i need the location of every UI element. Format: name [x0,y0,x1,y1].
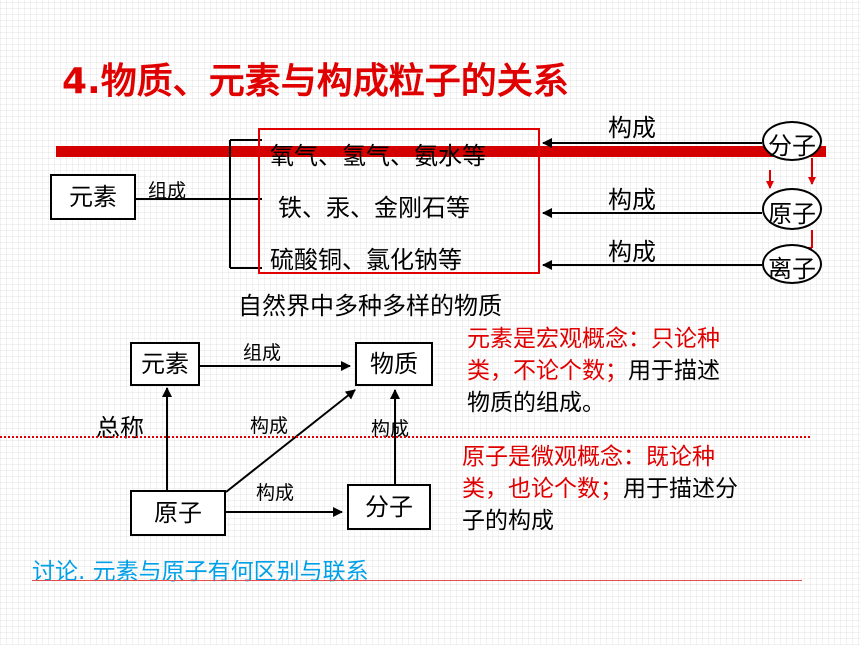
constitute-horizontal-label: 构成 [256,482,295,504]
element-note: 元素是宏观概念：只论种类，不论个数；用于描述物质的组成。 [467,323,737,419]
atom-box: 原子 [130,490,226,536]
constitute-diagonal-label: 构成 [250,415,289,437]
constitute-label-2: 构成 [608,186,656,214]
atom-circle: 原子 [762,188,822,230]
ion-label: 离子 [768,255,816,283]
ion-circle: 离子 [762,244,822,284]
substance-box: 物质 [355,342,433,386]
constitute-label-3: 构成 [608,238,656,266]
molecule-label: 分子 [768,132,816,160]
molecule-box: 分子 [347,484,431,530]
substance-row-2: 铁、汞、金刚石等 [278,194,470,222]
atom-label: 原子 [768,200,816,228]
substances-caption: 自然界中多种多样的物质 [238,292,502,320]
substances-red-box [258,128,540,274]
top-compose-label: 组成 [148,180,187,202]
atom-note: 原子是微观概念：既论种类，也论个数；用于描述分子的构成 [462,441,752,537]
slide-title: 4.物质、元素与构成粒子的关系 [62,61,569,102]
molecule-circle: 分子 [762,121,822,161]
discussion-underline [32,580,802,581]
atom-note-red: 原子是微观概念：既论种类，也论个数； [462,444,715,502]
dotted-divider [0,436,810,438]
constitute-label-1: 构成 [608,114,656,142]
constitute-vertical-label: 构成 [371,418,410,440]
decorative-red-bar [56,146,826,157]
bottom-element-box: 元素 [130,342,200,386]
substance-row-1: 氧气、氢气、氨水等 [270,142,486,170]
atom-to-substance-arrow [225,389,356,493]
substance-row-3: 硫酸铜、氯化钠等 [270,246,462,274]
atom-note-black: 用于描述分子的构成 [462,476,738,534]
top-element-box: 元素 [50,174,136,220]
element-note-black: 用于描述物质的组成。 [467,358,720,416]
bottom-compose-label: 组成 [243,342,282,364]
element-note-red: 元素是宏观概念：只论种类，不论个数； [467,326,720,384]
